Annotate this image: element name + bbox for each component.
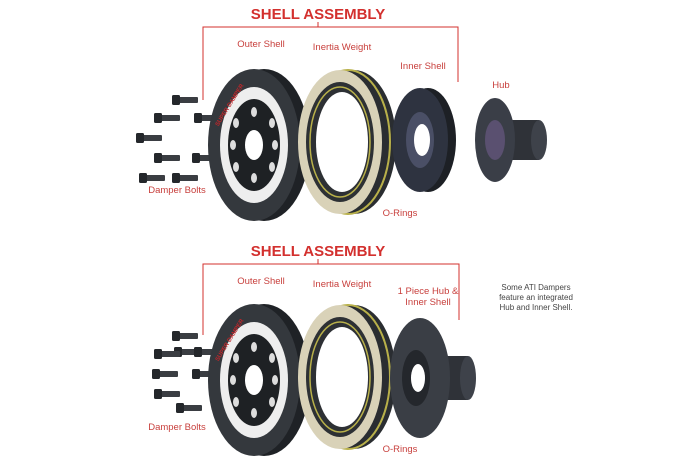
- label-damper-bolts: Damper Bolts: [148, 185, 206, 196]
- inertia-weight: [297, 69, 397, 215]
- label-o-rings: O-Rings: [383, 208, 418, 219]
- outer-shell-bottom: [208, 304, 310, 456]
- bottom-title: SHELL ASSEMBLY: [251, 243, 385, 260]
- bottom-assembly: SHELL ASSEMBLY SUPER DAMPER Outer Shell …: [148, 243, 573, 456]
- note-line2: feature an integrated: [499, 293, 573, 302]
- label-damper-bolts-bottom: Damper Bolts: [148, 422, 206, 433]
- inner-shell: [392, 88, 456, 192]
- bottom-bracket: [202, 259, 460, 335]
- label-o-rings-bottom: O-Rings: [383, 444, 418, 455]
- label-hub-line2: Inner Shell: [405, 297, 450, 308]
- label-outer-shell-bottom: Outer Shell: [237, 276, 285, 287]
- note-line3: Hub and Inner Shell.: [500, 303, 573, 312]
- label-inertia-weight: Inertia Weight: [313, 42, 372, 53]
- label-outer-shell: Outer Shell: [237, 39, 285, 50]
- outer-shell: [208, 69, 310, 221]
- top-title: SHELL ASSEMBLY: [251, 6, 385, 23]
- label-inner-shell: Inner Shell: [400, 61, 445, 72]
- note-line1: Some ATI Dampers: [501, 283, 570, 292]
- label-hub-line1: 1 Piece Hub &: [398, 286, 459, 297]
- hub: [475, 98, 547, 182]
- one-piece-hub-inner-shell: [390, 318, 476, 438]
- label-inertia-weight-bottom: Inertia Weight: [313, 279, 372, 290]
- top-bracket: [202, 22, 459, 100]
- label-hub: Hub: [492, 80, 509, 91]
- damper-bolts: [136, 95, 220, 183]
- inertia-weight-bottom: [297, 304, 397, 450]
- top-assembly: SHELL ASSEMBLY SUPER DAMPER Outer Shell …: [136, 6, 547, 221]
